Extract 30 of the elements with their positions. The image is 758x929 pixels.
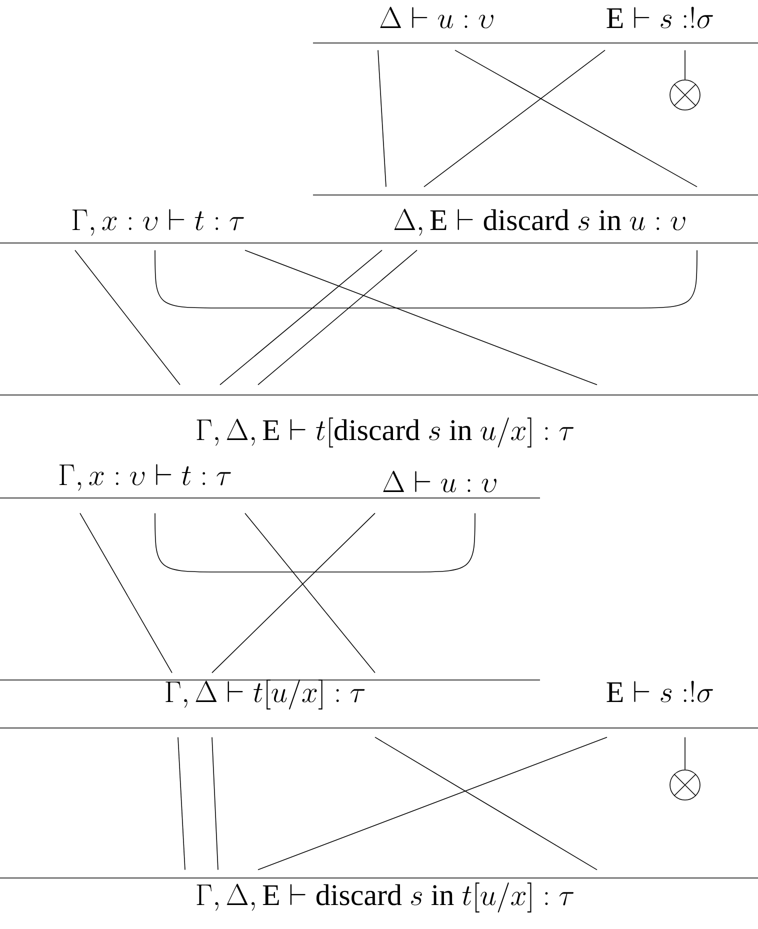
connector-line xyxy=(244,250,598,386)
judgement: $\Delta \vdash u : \upsilon$ xyxy=(383,470,496,492)
judgement: $\Gamma, \Delta, \mathrm{E} \vdash t[\mathrm{discard}\ s\ \mathrm{in}\ u/x] : \tau$ xyxy=(196,418,574,448)
judgement: $\Delta, \mathrm{E} \vdash \mathrm{discard}\ s\ \mathrm{in}\ u : \upsilon$ xyxy=(394,208,686,236)
connector-line xyxy=(378,50,386,188)
connector-line xyxy=(258,250,418,386)
tensor-circle xyxy=(670,80,700,110)
connector-line xyxy=(212,736,218,870)
tensor-circle xyxy=(670,770,700,800)
judgement: $\Gamma, \Delta \vdash t[u/x] : \tau$ xyxy=(166,680,365,710)
judgement: $\Delta \vdash u : \upsilon$ xyxy=(380,6,494,28)
connector-line xyxy=(80,512,172,674)
connector-line xyxy=(684,50,686,80)
connector-line xyxy=(374,736,598,870)
connector-line xyxy=(684,736,686,770)
connector-line xyxy=(454,50,698,188)
connector-line xyxy=(178,736,186,870)
judgement: $\Gamma, \Delta, \mathrm{E} \vdash \mathrm{discard}\ s\ \mathrm{in}\ t[u/x] : \tau$ xyxy=(196,882,574,912)
curved-connector xyxy=(154,512,476,572)
connector-line xyxy=(244,512,376,674)
connector-line xyxy=(74,250,180,386)
judgement: $\Gamma, x : \upsilon \vdash t : \tau$ xyxy=(60,464,231,491)
connector-line xyxy=(424,50,606,188)
connector-line xyxy=(258,736,608,870)
judgement: $\mathrm{E} \vdash s : !\sigma$ xyxy=(606,6,713,28)
curved-connector xyxy=(154,250,698,308)
connector-line xyxy=(212,512,376,674)
connector-line xyxy=(220,250,382,386)
judgement: $\mathrm{E} \vdash s : !\sigma$ xyxy=(606,680,713,702)
judgement: $\Gamma, x : \upsilon \vdash t : \tau$ xyxy=(72,209,244,236)
